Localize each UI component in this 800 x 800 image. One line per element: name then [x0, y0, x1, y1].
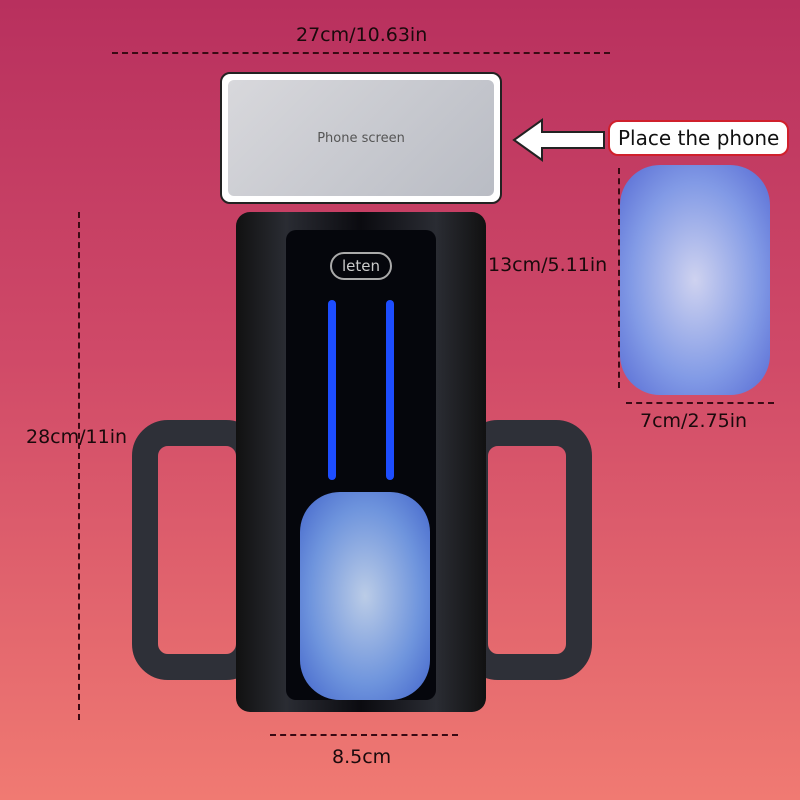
sleeve-in-device [300, 492, 430, 700]
arrow-left-icon [512, 118, 605, 162]
top-width-label: 27cm/10.63in [296, 24, 428, 46]
total-height-dashline [78, 212, 80, 720]
sleeve-width-label: 7cm/2.75in [640, 410, 748, 432]
top-width-dashline [112, 52, 610, 54]
holder-height-dashline [618, 168, 620, 388]
sleeve-width-dashline [626, 402, 774, 404]
light-strip-left [328, 300, 336, 480]
sleeve-detached [620, 165, 770, 395]
base-width-label: 8.5cm [332, 746, 392, 768]
phone-screen-placeholder: Phone screen [228, 80, 494, 196]
holder-height-label: 13cm/5.11in [488, 254, 608, 276]
brand-logo: leten [330, 252, 393, 280]
total-height-label: 28cm/11in [26, 426, 128, 448]
place-phone-callout: Place the phone [608, 120, 790, 156]
phone-frame: Phone screen [220, 72, 502, 204]
light-strip-right [386, 300, 394, 480]
base-width-dashline [270, 734, 458, 736]
